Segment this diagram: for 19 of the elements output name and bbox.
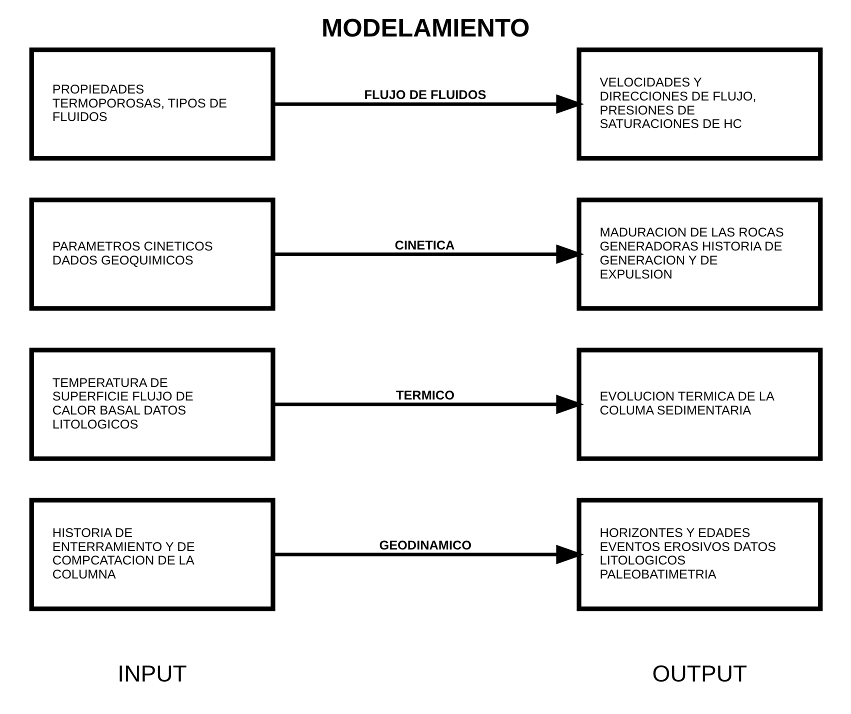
node-box: EVOLUCION TERMICA DE LA COLUMA SEDIMENTARIA [576, 348, 822, 461]
label: INPUT [117, 660, 186, 687]
node-box: MADURACION DE LAS ROCAS GENERADORAS HISTORIA DE GENERACION Y DE EXPULSION [576, 198, 822, 311]
edge-label: CINETICA [394, 238, 454, 252]
arrow [272, 94, 584, 114]
arrow [272, 394, 584, 414]
node-box: PROPIEDADES TERMOPOROSAS, TIPOS DE FLUIDOS [28, 48, 275, 161]
label: OUTPUT [652, 660, 747, 687]
node-box: TEMPERATURA DE SUPERFICIE FLUJO DE CALOR BASAL DATOS LITOLOGICOS [28, 348, 275, 461]
node-box: VELOCIDADES Y DIRECCIONES DE FLUJO, PRESIONES DE SATURACIONES DE HC [576, 48, 822, 161]
arrow [272, 544, 584, 564]
node-box: HORIZONTES Y EDADES EVENTOS EROSIVOS DATOS LITOLOGICOS PALEOBATIMETRIA [576, 498, 822, 612]
diagram-title: MODELAMIENTO [320, 14, 530, 43]
edge-label: GEODINAMICO [378, 538, 472, 553]
edge-label: FLUJO DE FLUIDOS [364, 88, 486, 102]
node-box: HISTORIA DE ENTERRAMIENTO Y DE COMPCATACION DE LA COLUMNA [28, 498, 275, 612]
arrow [272, 244, 584, 264]
edge-label: TERMICO [395, 388, 454, 402]
node-box: PARAMETROS CINETICOS DADOS GEOQUIMICOS [28, 198, 275, 311]
